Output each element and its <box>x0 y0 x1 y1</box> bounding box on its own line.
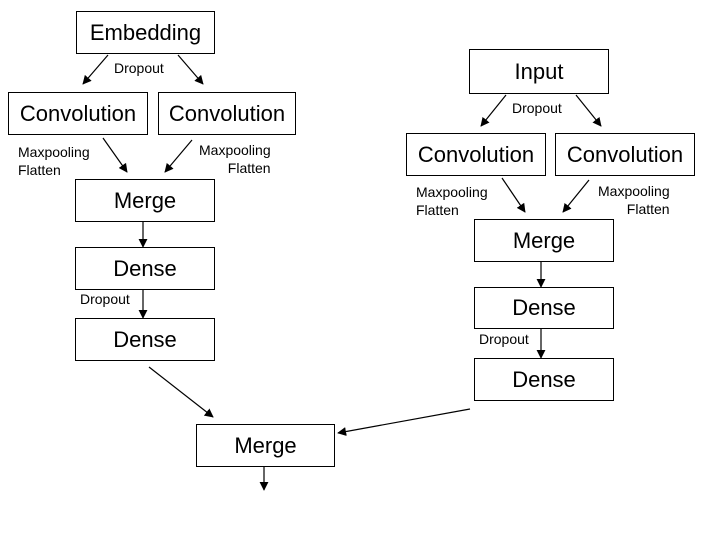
arrow-conv-a-merge <box>102 137 128 173</box>
merge-node-final: Merge <box>196 424 335 467</box>
dropout-label-right-mid: Dropout <box>479 331 529 347</box>
dense-node-right-2: Dense <box>474 358 614 401</box>
maxpooling-text: Maxpooling <box>18 144 90 160</box>
dropout-label-left-mid: Dropout <box>80 291 130 307</box>
dense-node-left-2: Dense <box>75 318 215 361</box>
merge-node-left: Merge <box>75 179 215 222</box>
flatten-text: Flatten <box>626 201 670 217</box>
maxpooling-text: Maxpooling <box>598 183 670 199</box>
arrow-conv-b-merge <box>164 139 193 173</box>
maxpooling-text: Maxpooling <box>416 184 488 200</box>
convolution-node-left-b: Convolution <box>158 92 296 135</box>
pooling-label-left-a: Maxpooling Flatten <box>18 143 90 179</box>
dense-node-right-1: Dense <box>474 287 614 329</box>
maxpooling-text: Maxpooling <box>199 142 271 158</box>
arrow-embedding-conv-b <box>177 54 204 85</box>
dropout-label-left-top: Dropout <box>114 60 164 76</box>
arrow-dense-final-merge-right <box>337 408 471 436</box>
embedding-node: Embedding <box>76 11 215 54</box>
input-node: Input <box>469 49 609 94</box>
pooling-label-right-b: Maxpooling Flatten <box>598 182 670 218</box>
merge-node-right: Merge <box>474 219 614 262</box>
dropout-label-right-top: Dropout <box>512 100 562 116</box>
flatten-text: Flatten <box>227 160 271 176</box>
convolution-node-right-a: Convolution <box>406 133 546 176</box>
arrow-dense-final-merge-left <box>148 366 214 418</box>
arrow-input-conv-b <box>575 94 602 127</box>
convolution-node-left-a: Convolution <box>8 92 148 135</box>
arrow-embedding-conv-a <box>82 54 109 85</box>
flatten-text: Flatten <box>416 202 459 218</box>
pooling-label-left-b: Maxpooling Flatten <box>199 141 271 177</box>
convolution-node-right-b: Convolution <box>555 133 695 176</box>
dense-node-left-1: Dense <box>75 247 215 290</box>
flatten-text: Flatten <box>18 162 61 178</box>
arrow-conv-a-merge-right <box>501 177 526 213</box>
pooling-label-right-a: Maxpooling Flatten <box>416 183 488 219</box>
arrow-input-conv-a <box>480 94 507 127</box>
arrow-conv-b-merge-right <box>562 179 590 213</box>
